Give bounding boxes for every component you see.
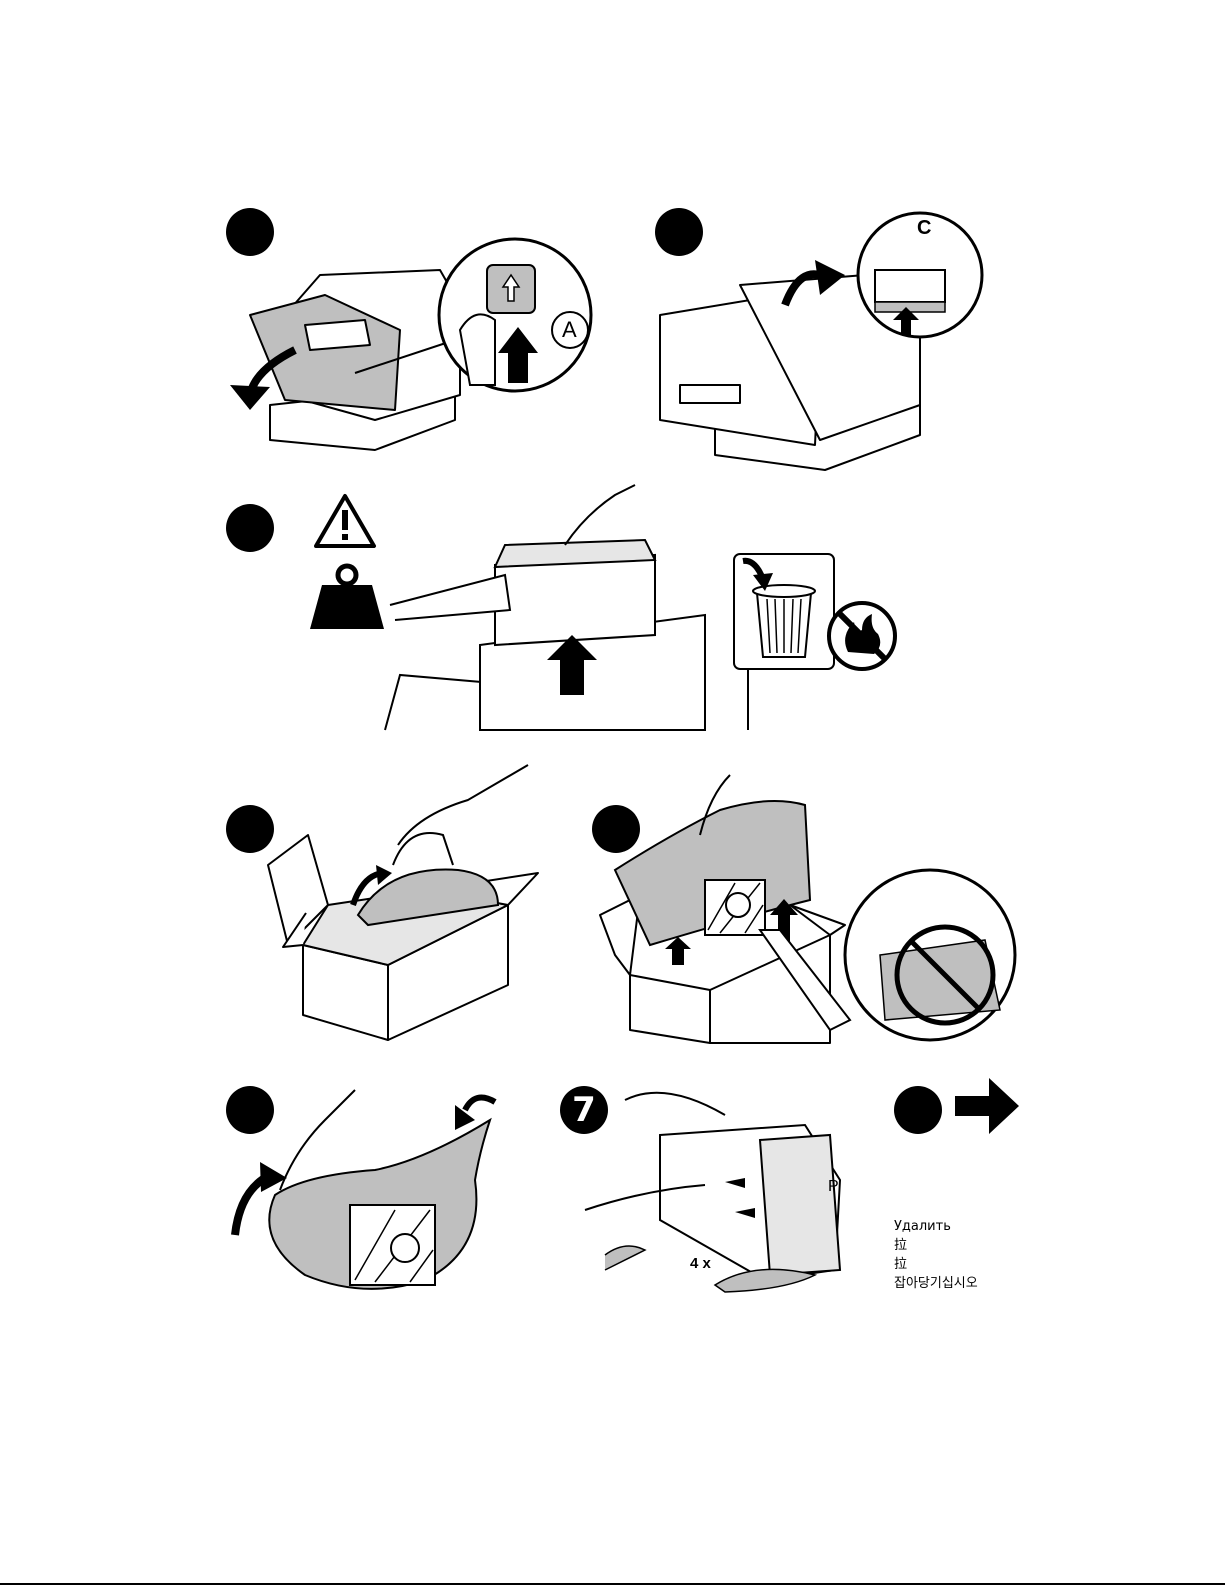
remove-label-ru: Удалить [894, 1217, 978, 1236]
remove-label-zh-cn: 拉 [894, 1236, 978, 1255]
step-2-illustration [650, 215, 990, 475]
step-1-illustration [225, 235, 625, 455]
trash-can-icon [733, 553, 835, 670]
next-arrow-icon [955, 1078, 1019, 1134]
step-4-illustration [268, 765, 548, 1045]
step-3-illustration [385, 485, 735, 730]
no-fire-icon [826, 600, 898, 672]
step-badge-3 [226, 504, 274, 552]
step-badge-8 [894, 1086, 942, 1134]
part-p-label: P [828, 1178, 839, 1196]
remove-label-list: Удалить 拉 拉 잡아당기십시오 [894, 1217, 978, 1293]
latch-a-label: A [562, 317, 577, 343]
step-badge-4 [226, 805, 274, 853]
remove-label-zh-tw: 拉 [894, 1255, 978, 1274]
trash-connector-line [747, 670, 749, 730]
latch-c-label: C [917, 217, 931, 240]
quantity-label: 4 x [690, 1255, 711, 1272]
warning-triangle-icon [312, 492, 378, 550]
remove-label-ko: 잡아당기십시오 [894, 1274, 978, 1293]
weight-icon [308, 563, 386, 631]
step-7-illustration [585, 1080, 850, 1300]
no-touch-icon [760, 860, 1020, 1040]
step-6-illustration [225, 1090, 510, 1300]
